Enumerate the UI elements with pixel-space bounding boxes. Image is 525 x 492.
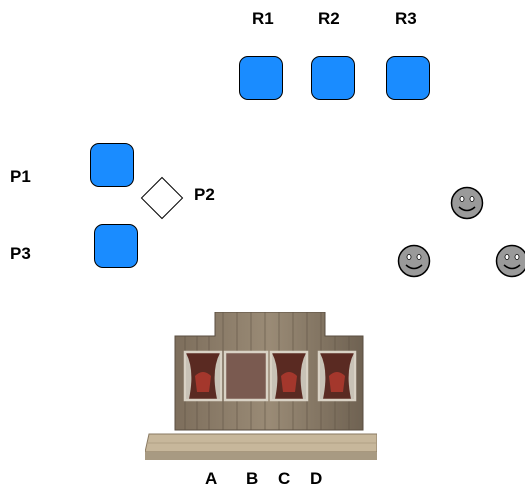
- label-r3: R3: [395, 9, 417, 28]
- diamond-marker-icon: [140, 176, 184, 220]
- label-d: D: [310, 469, 323, 488]
- smiley-face-icon: [450, 186, 484, 220]
- wooden-stage-image: [145, 312, 377, 460]
- label-a: A: [205, 469, 218, 488]
- reviewer-r3-seat: [386, 56, 430, 100]
- panel-p1-seat: [90, 143, 134, 187]
- label-r1: R1: [252, 9, 274, 28]
- label-r2: R2: [318, 9, 340, 28]
- label-p1: P1: [10, 167, 31, 186]
- label-c: C: [278, 469, 291, 488]
- panel-p3-seat: [94, 224, 138, 268]
- reviewer-r2-seat: [311, 56, 355, 100]
- smiley-face-icon: [397, 244, 431, 278]
- label-b: B: [246, 469, 259, 488]
- label-p2: P2: [194, 185, 215, 204]
- smiley-face-icon: [495, 244, 525, 278]
- reviewer-r1-seat: [239, 56, 283, 100]
- label-p3: P3: [10, 244, 31, 263]
